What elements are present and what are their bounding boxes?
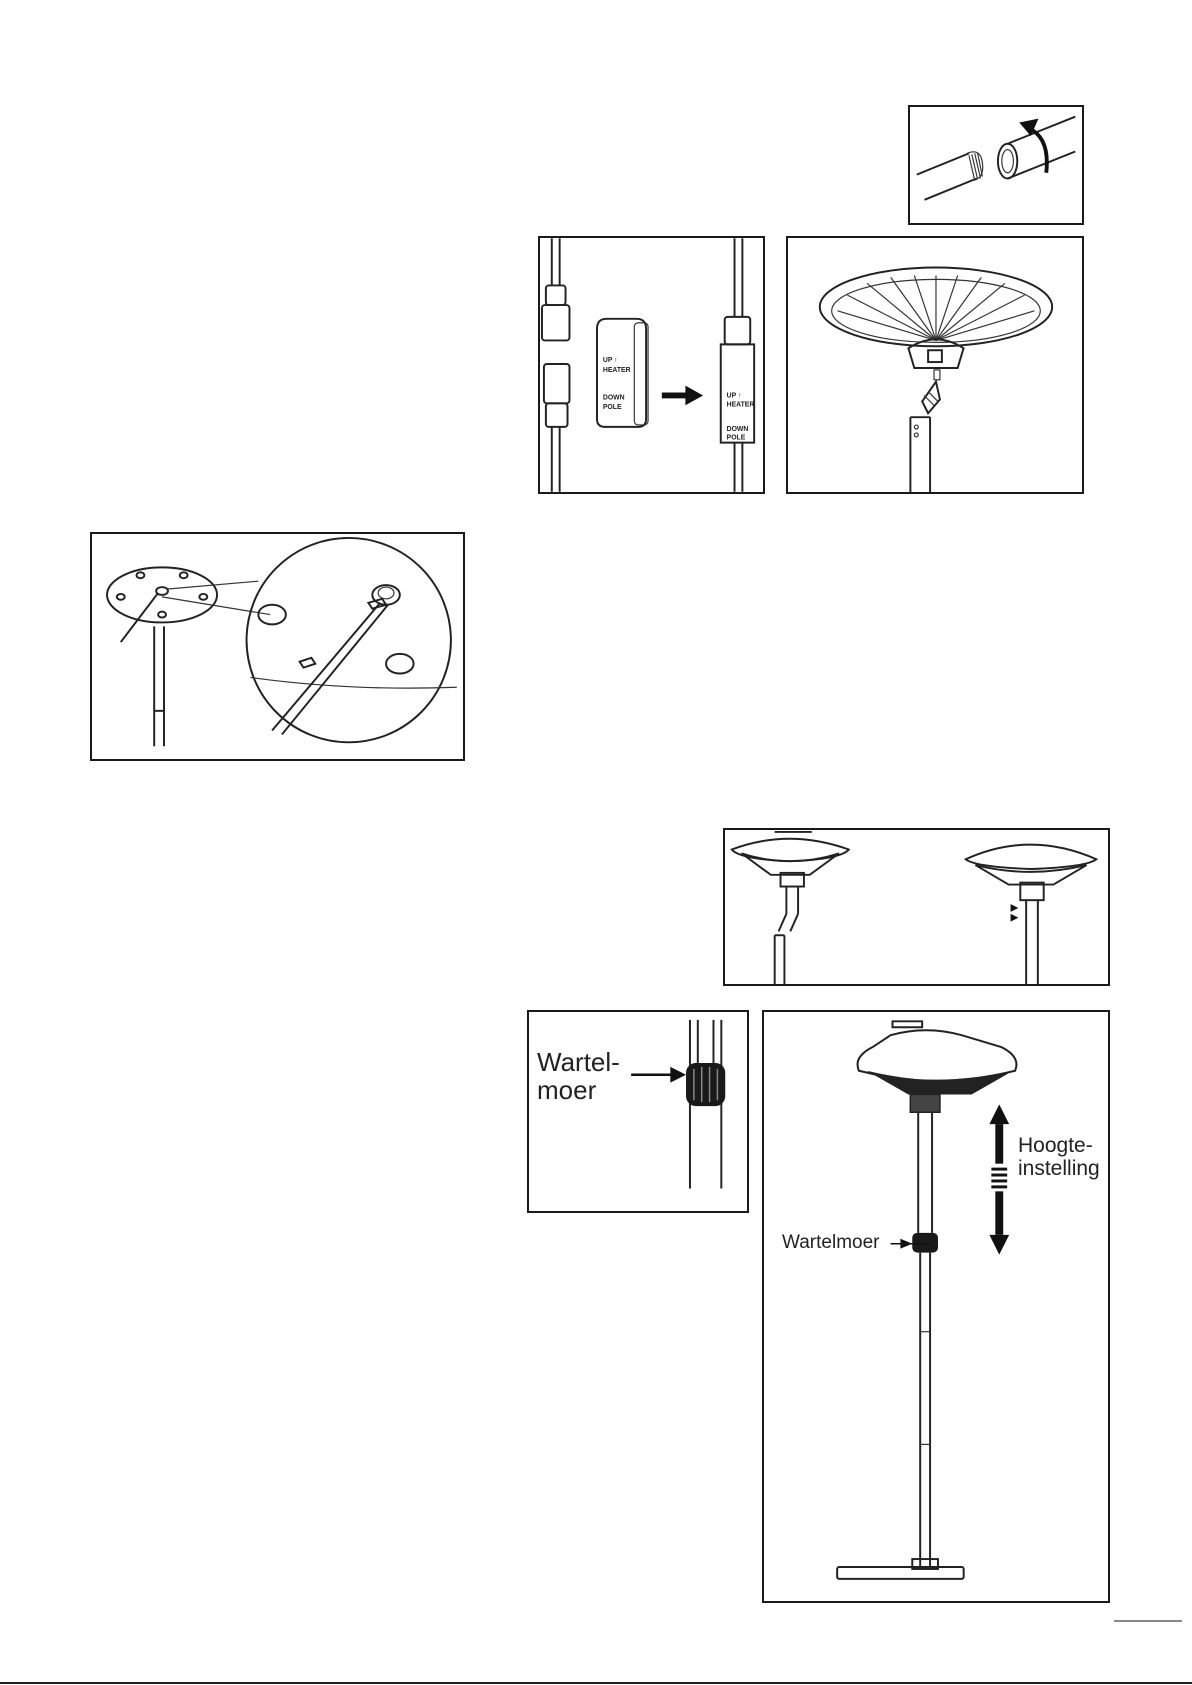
head-attach-figure	[723, 828, 1110, 986]
swivel-nut-pointer-label: Wartelmoer	[782, 1232, 879, 1253]
clip-up-label: UP ↑	[603, 357, 618, 364]
swivel-nut-illustration	[529, 1012, 747, 1211]
height-adjust-figure: Hoogte- instelling Wartelmoer	[762, 1010, 1110, 1603]
base-cable-tie-figure	[90, 532, 465, 761]
swivel-nut-detail-figure: Wartel- moer	[527, 1010, 749, 1213]
svg-text:HEATER: HEATER	[727, 401, 755, 408]
clip-heater-label: HEATER	[603, 367, 631, 374]
pipe-thread-illustration	[910, 107, 1082, 223]
pipe-thread-figure	[908, 105, 1084, 225]
base-cable-tie-illustration	[92, 534, 463, 759]
cord-connector-illustration: UP ↑ HEATER DOWN POLE UP ↑ HEATER DOWN P…	[540, 238, 763, 492]
heater-head-underside-figure	[786, 236, 1084, 494]
swivel-nut-label: Wartel- moer	[537, 1048, 620, 1104]
svg-text:UP ↑: UP ↑	[727, 392, 742, 399]
page-corner-rule	[1114, 1620, 1182, 1622]
cord-connector-figure: UP ↑ HEATER DOWN POLE UP ↑ HEATER DOWN P…	[538, 236, 765, 494]
page-bottom-rule	[0, 1682, 1192, 1684]
svg-text:POLE: POLE	[727, 435, 746, 442]
clip-down-label: DOWN	[603, 394, 625, 401]
height-adjust-illustration	[764, 1012, 1108, 1601]
heater-head-illustration	[788, 238, 1082, 492]
height-adjust-label: Hoogte- instelling	[1018, 1134, 1100, 1180]
clip-pole-label: POLE	[603, 404, 622, 411]
head-attach-illustration	[725, 830, 1108, 984]
svg-text:DOWN: DOWN	[727, 426, 749, 433]
